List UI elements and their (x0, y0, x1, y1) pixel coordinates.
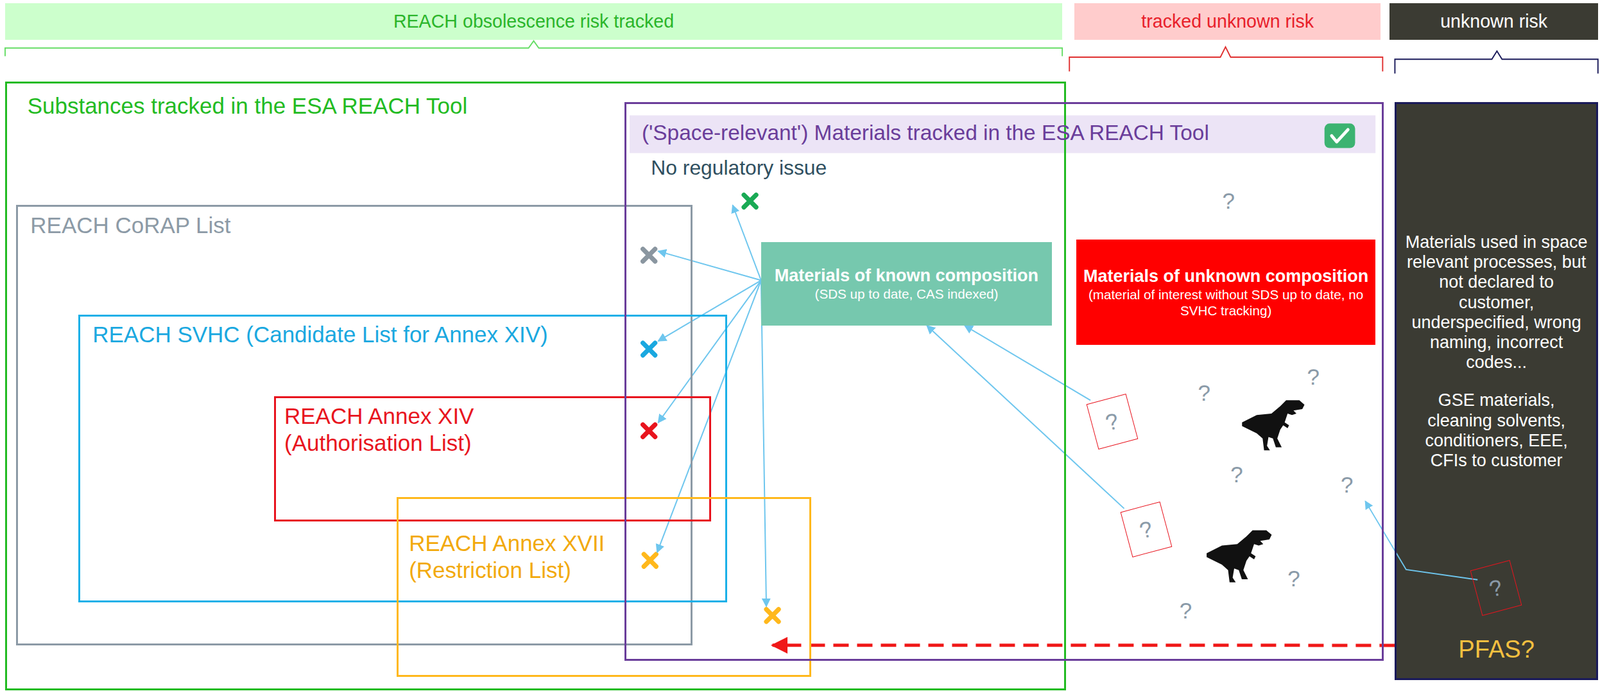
node-heading: ('Space-relevant') Materials tracked in … (641, 120, 1367, 146)
list-box: REACH Annex XIV (Authorisation List) (274, 395, 711, 522)
node-heading: Materials of known composition (774, 265, 1039, 286)
check-icon (1324, 123, 1356, 148)
x-marker (643, 249, 656, 262)
node-heading: Materials used in space relevant process… (1404, 232, 1588, 373)
node-heading: tracked unknown risk (1141, 10, 1314, 33)
substances-region: REACH CoRAP ListREACH Annex XIV (Authori… (5, 81, 1067, 690)
risk-band: tracked unknown risk (1074, 3, 1381, 40)
status-label: No regulatory issue (650, 155, 827, 180)
leader-arrow (732, 204, 762, 281)
node-text: (material of interest without SDS up to … (1081, 286, 1371, 319)
x-marker (643, 342, 656, 355)
composition-box: Materials of unknown composition(materia… (1076, 239, 1376, 345)
node-text: PFAS? (1458, 634, 1535, 664)
unknown-item-box: ? (1086, 393, 1138, 450)
dashed-arrow (772, 643, 1396, 647)
risk-band: REACH obsolescence risk tracked (5, 3, 1063, 40)
dinosaur (1206, 530, 1272, 583)
node-text: (SDS up to date, CAS indexed) (815, 286, 999, 303)
node-heading: ? (1486, 573, 1506, 603)
question-mark: ? (1197, 379, 1210, 407)
x-marker (766, 609, 779, 622)
connector-arrow (658, 280, 762, 341)
connector-arrow (964, 325, 1091, 400)
list-box: REACH Annex XIV (Authorisation List) REAC… (78, 314, 728, 603)
x-marker (643, 424, 656, 437)
risk-band: unknown risk (1389, 3, 1598, 40)
x-marker (743, 195, 757, 208)
question-mark: ? (1230, 460, 1243, 488)
node-heading: Substances tracked in the ESA REACH Tool (27, 92, 1045, 120)
dinosaur-icons (1206, 399, 1305, 582)
question-mark: ? (1222, 187, 1235, 215)
node-heading: unknown risk (1440, 10, 1548, 33)
x-marker (643, 553, 656, 567)
header-band (629, 115, 1376, 154)
node-heading: REACH Annex XVII (Restriction List) (408, 529, 649, 584)
unknown-item-box: ? (1119, 501, 1172, 558)
unknown-item-box: ? (1469, 559, 1522, 616)
question-mark: ? (1306, 363, 1319, 391)
connector-arrow (761, 280, 767, 607)
question-mark: ? (1179, 596, 1192, 624)
dark-panel-fill (1394, 102, 1598, 680)
dinosaur (1241, 399, 1305, 450)
composition-box: Materials of known composition(SDS up to… (761, 241, 1052, 326)
node-heading: REACH CoRAP List (30, 211, 679, 239)
list-box: REACH Annex XVII (Restriction List) (396, 496, 812, 677)
navy-bracket (1394, 50, 1598, 74)
materials-region: Materials of known composition(SDS up to… (624, 102, 1384, 661)
connector-arrow (658, 250, 762, 280)
unknown-risk-panel: ? Materials used in space relevant proces… (1394, 102, 1598, 680)
connector-arrow (926, 325, 1124, 509)
node-heading: ? (1135, 514, 1156, 545)
node-text: GSE materials, cleaning solvents, condit… (1404, 390, 1588, 470)
question-mark: ? (1340, 471, 1353, 499)
node-heading: ? (1102, 406, 1122, 437)
red-bracket (1069, 46, 1383, 72)
node-heading: REACH obsolescence risk tracked (393, 10, 674, 33)
green-bracket (5, 41, 1063, 57)
node-heading: REACH Annex XIV (Authorisation List) (284, 402, 540, 457)
question-mark: ? (1287, 565, 1300, 593)
node-heading: REACH SVHC (Candidate List for Annex XIV… (92, 320, 714, 348)
node-heading: Materials of unknown composition (1083, 265, 1369, 287)
